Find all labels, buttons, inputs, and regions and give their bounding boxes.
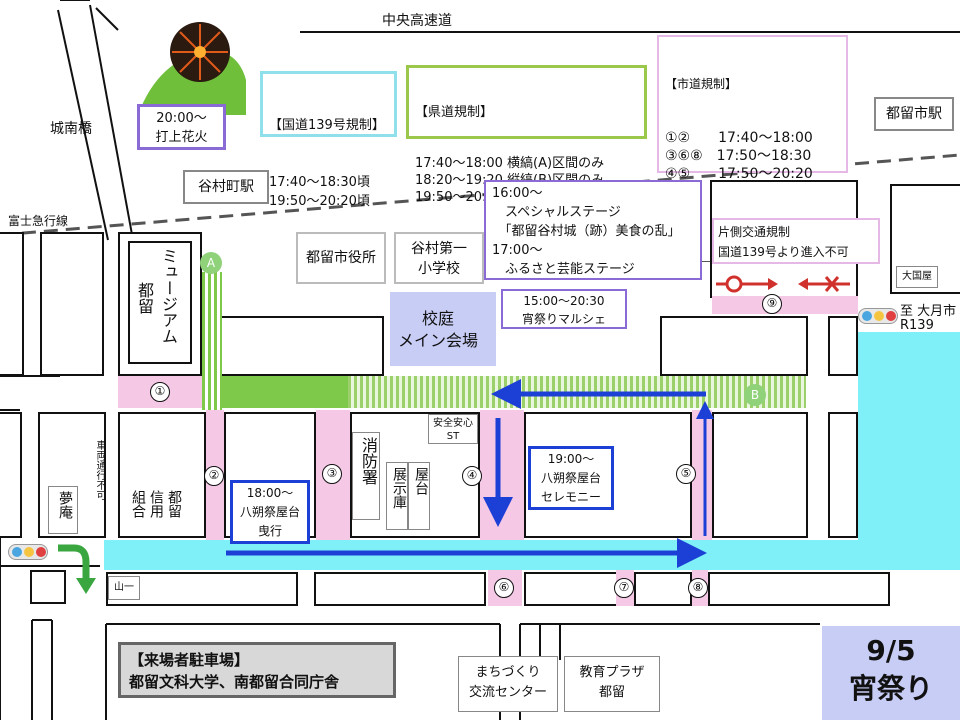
block-right-lower (712, 412, 808, 538)
marker-3: ③ (322, 464, 342, 484)
marker-1: ① (150, 382, 170, 402)
kyoiku-plaza: 教育プラザ 都留 (564, 656, 660, 712)
section-a-marker: A (200, 252, 222, 274)
marker-2: ② (204, 466, 224, 486)
route139-title: 【国道139号規制】 (269, 118, 385, 133)
fireworks-hill (138, 22, 246, 115)
parking-box: 【来場者駐車場】 都留文科大学、南都留合同庁舎 (118, 642, 396, 698)
green-turn-arrow (58, 544, 90, 580)
city-road-title: 【市道規制】 (665, 77, 738, 91)
safety-st: 安全安心 ST (428, 414, 478, 444)
marker-8: ⑧ (688, 578, 708, 598)
yatai-storage: 屋台 (408, 462, 430, 530)
marker-4: ④ (462, 466, 482, 486)
railway-label: 富士急行線 (8, 214, 69, 228)
tsuru-small-label: 都留 (166, 490, 182, 518)
ceremony-callout: 19:00～ 八朔祭屋台 セレモニー (528, 446, 614, 510)
fire-station-text: 消防署 (359, 437, 378, 485)
fire-station: 消防署 (352, 432, 380, 520)
tanimura-station: 谷村町駅 (183, 170, 269, 204)
road-section-a (202, 272, 222, 410)
r139-label: R139 (900, 318, 934, 333)
tsuru-station: 都留市駅 (874, 97, 954, 131)
main-venue-label: 校庭 メイン会場 (398, 309, 479, 350)
route139-box: 【国道139号規制】 17:40～18:30頃 19:50～20:20頃 (260, 71, 397, 209)
block-shinyo (118, 412, 206, 538)
date-day: 9/5 (866, 634, 916, 667)
machizukuri: まちづくり 交流センター (458, 656, 558, 712)
block-left-top (0, 232, 24, 376)
vehicle-noentry-label: 車両通行不可 (94, 440, 105, 500)
route139-body: 17:40～18:30頃 19:50～20:20頃 (269, 175, 370, 209)
date-event: 宵祭り (848, 672, 933, 705)
yatai-text: 屋台 (413, 467, 429, 495)
museum-label-box (128, 241, 192, 364)
block-below-5 (708, 572, 890, 606)
bridge-label: 城南橋 (50, 121, 92, 137)
exhibit-text: 展示庫 (391, 467, 407, 509)
block-right-lower2 (828, 412, 858, 538)
block-below-4 (634, 572, 692, 606)
marker-7: ⑦ (614, 578, 634, 598)
section-b-marker: B (744, 384, 766, 406)
sanichi-label: 山一 (108, 576, 140, 600)
block-below-2 (314, 572, 486, 606)
block-left-lower (0, 412, 22, 538)
pref-road-title: 【県道規制】 (415, 105, 494, 120)
to-otsuki-label: 至 大月市 (900, 304, 957, 319)
marker-6: ⑥ (494, 578, 514, 598)
museum-label-2: 都留 (135, 282, 154, 314)
highway-label: 中央高速道 (382, 13, 452, 29)
yume-text: 夢庵 (57, 491, 73, 519)
exhibit: 展示庫 (386, 462, 408, 530)
city-hall: 都留市役所 (296, 232, 386, 284)
marche-callout: 15:00～20:30 宵祭りマルシェ (501, 289, 627, 329)
block-mid-right (660, 316, 808, 376)
traffic-light-right (858, 308, 898, 324)
yume-label: 夢庵 (48, 486, 78, 534)
shinyo-label: 信用 (148, 490, 164, 518)
fireworks-callout: 20:00～ 打上花火 (137, 104, 226, 150)
block-mid-right2 (828, 316, 858, 376)
date-panel: 9/5 宵祭り (822, 626, 960, 720)
road-green-a (222, 376, 348, 408)
road-cyan-r139 (858, 332, 960, 570)
oneway-callout: 片側交通規制 国道139号より進入不可 (712, 218, 880, 264)
road-pink-9 (712, 296, 858, 314)
block-lowleft (30, 570, 66, 604)
traffic-light-left (8, 544, 48, 560)
museum-label: ミュージアム (159, 248, 178, 344)
block-center-mid (220, 316, 384, 376)
daikokuya: 大国屋 (896, 266, 938, 288)
marker-9: ⑨ (762, 294, 782, 314)
stage-callout: 16:00～ スペシャルステージ 「都留谷村城（跡）美食の乱」 17:00～ ふ… (484, 180, 702, 280)
marker-5: ⑤ (676, 464, 696, 484)
parade-callout: 18:00～ 八朔祭屋台 曳行 (230, 480, 310, 544)
road-pink-5 (692, 410, 712, 540)
block-below-3 (524, 572, 618, 606)
block-left-mid (40, 232, 104, 376)
school: 谷村第一 小学校 (394, 232, 484, 284)
main-venue (390, 292, 496, 366)
kumiai-label: 組合 (130, 490, 146, 518)
